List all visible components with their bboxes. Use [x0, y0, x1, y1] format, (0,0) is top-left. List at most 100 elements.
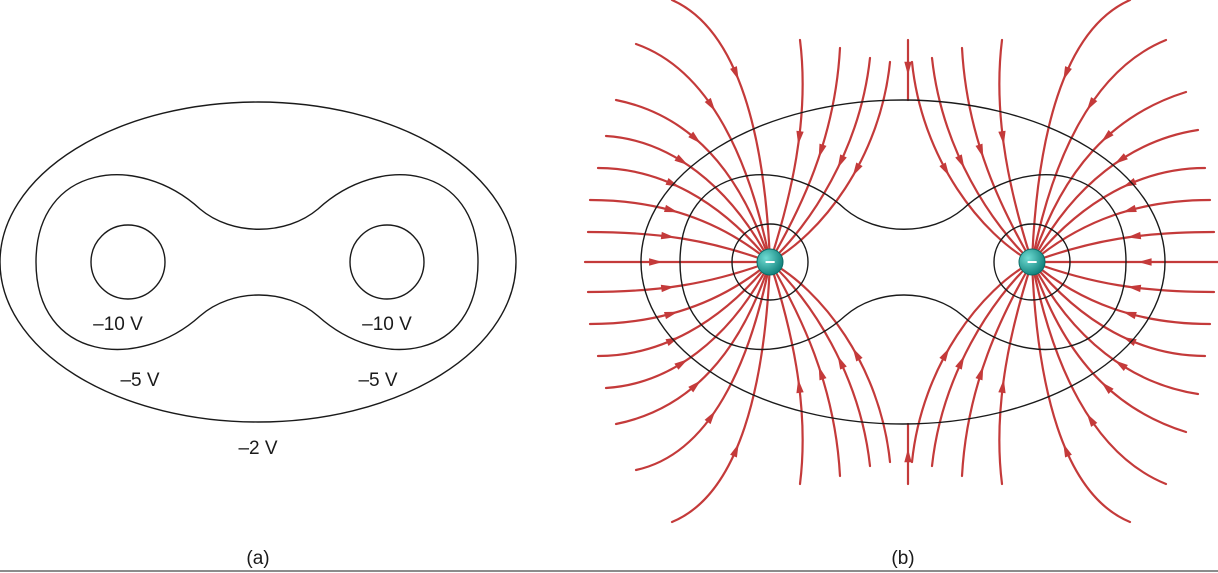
field-arrow-15	[796, 130, 804, 145]
field-arrow-4	[664, 311, 679, 320]
field-line-1	[586, 230, 772, 264]
field-line-39	[960, 46, 1034, 264]
field-arrow-37	[1063, 443, 1072, 458]
field-arrow-43	[975, 366, 984, 381]
field-arrow-v0	[904, 61, 912, 76]
caption-b: (b)	[891, 548, 914, 569]
equipotential-b-inner-right	[993, 223, 1071, 301]
field-line-40	[930, 56, 1034, 264]
field-line-24	[1030, 230, 1216, 264]
field-arrow-22	[852, 347, 863, 362]
field-arrow-45	[939, 347, 950, 362]
field-line-42	[998, 260, 1034, 486]
field-line-29	[1030, 260, 1207, 358]
equipotential-inner-right	[349, 224, 425, 300]
field-line-7	[604, 134, 772, 264]
field-arrow-21	[837, 355, 847, 370]
charge-left: −	[756, 248, 784, 276]
label-outer: –2 V	[238, 438, 277, 459]
equipotential-outer	[0, 101, 517, 423]
field-arrow-16	[818, 143, 827, 158]
field-arrow-35	[1086, 413, 1098, 427]
field-line-30	[1030, 128, 1200, 264]
field-line-16	[768, 46, 842, 264]
field-line-35	[1030, 260, 1168, 486]
field-arrow-17	[837, 154, 847, 169]
panel-b-field-map: − − (b)	[583, 0, 1218, 569]
field-line-38	[998, 38, 1034, 264]
field-arrow-41	[939, 162, 950, 177]
field-line-22	[768, 260, 892, 464]
field-line-37	[1030, 260, 1132, 524]
field-line-28	[1030, 166, 1207, 264]
equipotential-middle	[35, 174, 479, 351]
field-line-25	[1030, 260, 1216, 294]
equipotential-b-inner-left	[731, 223, 809, 301]
field-arrow-30	[1114, 153, 1128, 164]
field-arrow-32	[1101, 130, 1114, 142]
field-line-13	[670, 0, 772, 264]
field-arrow-14	[730, 443, 739, 458]
label-left-inner: –10 V	[93, 314, 143, 335]
field-arrow-6	[665, 337, 680, 346]
field-line-19	[768, 260, 804, 486]
field-line-34	[1030, 38, 1168, 264]
field-line-31	[1030, 260, 1200, 396]
field-lines	[583, 0, 1218, 524]
equipotential-inner-left	[90, 224, 166, 300]
field-arrow-38	[998, 130, 1006, 145]
label-right-inner: –10 V	[362, 314, 412, 335]
field-arrow-25	[1127, 284, 1142, 293]
field-line-4	[588, 260, 772, 326]
panel-a-equipotential-map: –10 V –10 V –5 V –5 V –2 V (a)	[0, 101, 517, 569]
field-line-32	[1030, 90, 1188, 264]
field-arrow-44	[955, 355, 965, 370]
field-arrow-5	[665, 178, 680, 187]
field-arrow-8	[674, 359, 688, 370]
field-arrow-39	[975, 143, 984, 158]
field-arrow-40	[955, 154, 965, 169]
field-arrow-12	[704, 410, 716, 425]
field-arrow-42	[998, 379, 1006, 394]
field-arrow-27	[1122, 311, 1137, 320]
field-line-6	[596, 260, 772, 358]
field-arrow-2	[660, 284, 675, 293]
field-line-8	[604, 260, 772, 390]
field-line-33	[1030, 260, 1188, 434]
field-line-14	[670, 260, 772, 524]
field-arrow-18	[852, 162, 863, 177]
field-line-3	[588, 198, 772, 264]
field-arrow-34	[1086, 97, 1098, 111]
charge-left-sign: −	[765, 252, 776, 272]
field-arrow-10	[688, 380, 701, 393]
field-line-2	[586, 260, 772, 294]
field-arrow-11	[704, 97, 716, 112]
charge-right-sign: −	[1027, 252, 1038, 272]
field-arrow-20	[818, 366, 827, 381]
field-arrow-19	[796, 379, 804, 394]
field-arrow-7	[674, 154, 688, 165]
field-arrow-31	[1114, 360, 1128, 371]
field-line-43	[960, 260, 1034, 478]
field-arrow-26	[1122, 204, 1137, 213]
field-line-41	[910, 60, 1034, 264]
field-arrow-1	[660, 231, 675, 240]
field-line-15	[768, 38, 804, 264]
charge-right: −	[1018, 248, 1046, 276]
field-line-27	[1030, 260, 1212, 326]
field-arrow-0	[649, 258, 663, 266]
field-line-17	[768, 56, 872, 264]
field-line-45	[910, 260, 1034, 464]
field-arrow-v1	[904, 448, 912, 463]
equipotential-b-middle	[679, 174, 1127, 351]
equipotential-b-outer	[640, 99, 1166, 425]
field-line-44	[930, 260, 1034, 468]
field-arrow-36	[1063, 66, 1072, 81]
field-line-26	[1030, 198, 1212, 264]
caption-a: (a)	[246, 548, 269, 569]
field-arrow-9	[688, 131, 701, 144]
field-arrow-13	[730, 66, 739, 81]
label-right-middle: –5 V	[358, 370, 397, 391]
field-line-11	[634, 42, 772, 264]
